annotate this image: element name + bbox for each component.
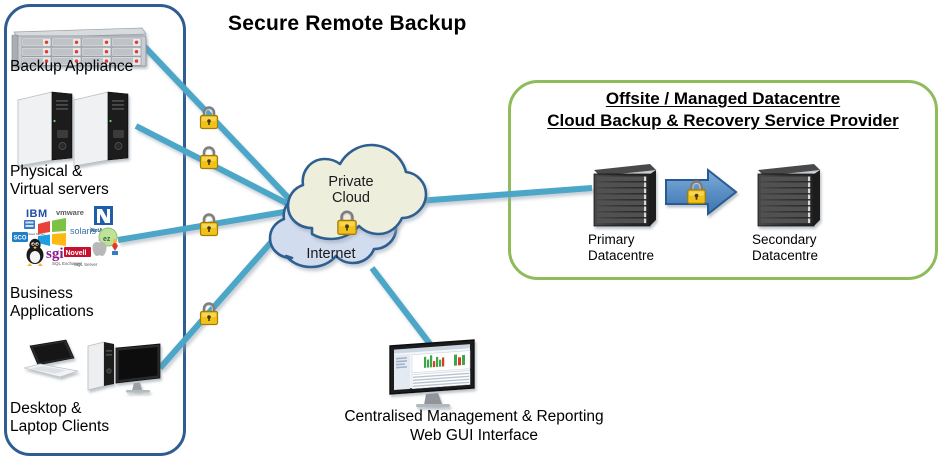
padlock-icon-servers xyxy=(199,146,219,170)
monitor-dashboard-icon xyxy=(389,339,475,408)
label-business-applications: Business Applications xyxy=(10,285,94,321)
label-physical-virtual-servers: Physical & Virtual servers xyxy=(10,163,109,199)
padlock-icon-backup-appliance xyxy=(199,106,219,130)
label-desktop-laptop-clients: Desktop & Laptop Clients xyxy=(10,400,110,436)
padlock-icon-replication xyxy=(687,180,706,205)
label-secondary-datacentre: Secondary Datacentre xyxy=(752,232,819,264)
connector-cloud-to-mgmt xyxy=(369,266,433,346)
padlock-icon-business-apps xyxy=(199,213,219,237)
label-primary-datacentre: Primary Datacentre xyxy=(588,232,655,264)
heading-line-2: Cloud Backup & Recovery Service Provider xyxy=(547,110,899,130)
label-backup-appliance: Backup Appliance xyxy=(10,58,134,75)
label-centralised-management: Centralised Management & Reporting Web G… xyxy=(344,408,604,444)
service-provider-heading: Offsite / Managed Datacentre Cloud Backu… xyxy=(512,88,934,132)
heading-line-1: Offsite / Managed Datacentre xyxy=(605,89,841,108)
internet-cloud-label: Internet xyxy=(306,246,356,262)
page-title: Secure Remote Backup xyxy=(228,12,467,35)
padlock-icon-clients xyxy=(199,302,219,326)
private-cloud-label: Private Cloud xyxy=(328,174,374,206)
padlock-icon-private-cloud xyxy=(337,210,357,235)
